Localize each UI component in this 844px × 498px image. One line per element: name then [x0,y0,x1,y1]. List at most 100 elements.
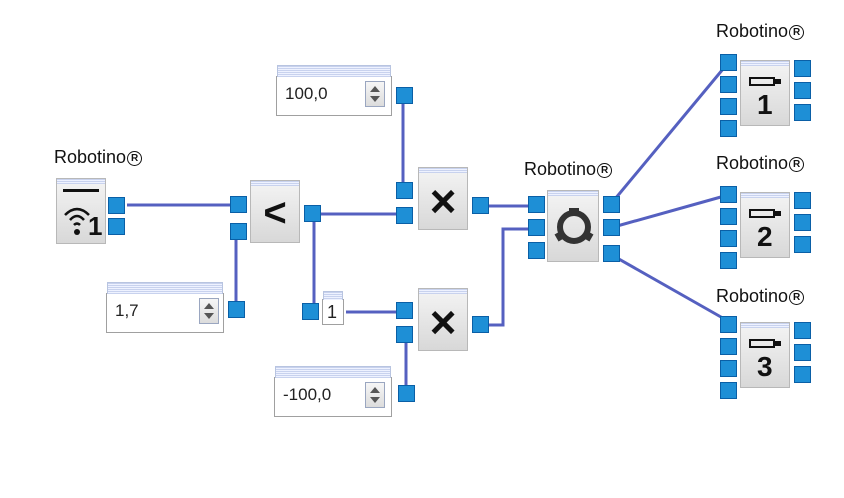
motor-titlebar [741,193,789,198]
motor-input-port[interactable] [720,76,737,93]
compare-input-port[interactable] [230,223,247,240]
speed-negative-spinbox[interactable]: -100,0 [274,366,392,417]
compare-block[interactable]: < [250,180,300,243]
multiply-top-input-port[interactable] [396,207,413,224]
motor-output-port[interactable] [794,322,811,339]
motor-input-port[interactable] [720,186,737,203]
small-const-value: 1 [327,302,338,322]
sensor-titlebar [57,179,105,184]
speed-positive-spinbox[interactable]: 100,0 [276,65,392,116]
speed-negative-output-port[interactable] [398,385,415,402]
spin-up-icon[interactable] [204,303,214,309]
multiply-bottom-input-port[interactable] [396,326,413,343]
motor-icon [749,77,775,86]
wire-drive-motor1[interactable] [608,62,730,206]
wireless-sensor-icon [64,207,90,235]
multiply-top-block[interactable]: × [418,167,468,230]
compare-input-port[interactable] [230,196,247,213]
motor-output-port[interactable] [794,192,811,209]
sensor-block[interactable]: 1 [56,178,130,244]
drive-input-port[interactable] [528,242,545,259]
compare-titlebar [251,181,299,186]
small-const-header [323,291,343,300]
sensor-output-port[interactable] [108,197,125,214]
multiply-top-input-port[interactable] [396,182,413,199]
motor-input-port[interactable] [720,120,737,137]
multiply-bottom-output-port[interactable] [472,316,489,333]
motor-block-3[interactable]: 3 [720,316,816,406]
motor-body: 2 [740,192,790,258]
drive-input-port[interactable] [528,219,545,236]
speed-positive-output-port[interactable] [396,87,413,104]
spin-down-icon[interactable] [370,96,380,102]
multiply-bottom-titlebar [419,289,467,294]
threshold-output-port[interactable] [228,301,245,318]
speed-positive-header [277,65,391,77]
motor-shaft-icon [775,341,781,346]
motor-block-1[interactable]: 1 [720,54,816,140]
drive-output-port[interactable] [603,219,620,236]
trademark-icon: R [789,25,805,40]
motor-input-port[interactable] [720,252,737,269]
spin-down-icon[interactable] [370,397,380,403]
speed-negative-value: -100,0 [283,385,332,404]
threshold-spin-buttons[interactable] [199,298,219,324]
motor-input-port[interactable] [720,98,737,115]
motor-body: 3 [740,322,790,388]
motor-output-port[interactable] [794,366,811,383]
motor-input-port[interactable] [720,338,737,355]
smallconst-input-port[interactable] [302,303,319,320]
omnidrive-titlebar [548,191,598,196]
spin-up-icon[interactable] [370,86,380,92]
motor-input-port[interactable] [720,54,737,71]
drive-output-port[interactable] [603,196,620,213]
multiply-top-output-port[interactable] [472,197,489,214]
threshold-spinbox[interactable]: 1,7 [106,282,224,333]
motor-input-port[interactable] [720,360,737,377]
motor-block-2[interactable]: 2 [720,186,816,272]
wire-multiply-bottom-drive[interactable] [488,227,528,327]
wire-drive-motor2[interactable] [609,193,729,230]
trademark-icon: R [789,157,805,172]
multiply-bottom-input-port[interactable] [396,302,413,319]
speed-positive-value: 100,0 [285,84,328,103]
drive-input-port[interactable] [528,196,545,213]
multiply-icon: × [429,296,457,348]
multiply-top-titlebar [419,168,467,173]
robotino-text: Robotino [716,286,789,306]
motor-output-port[interactable] [794,82,811,99]
spin-down-icon[interactable] [204,313,214,319]
drive-output-port[interactable] [603,245,620,262]
motor-output-port[interactable] [794,344,811,361]
small-const-spinbox[interactable]: 1 [322,291,344,325]
trademark-icon: R [127,151,143,166]
motor-number: 2 [757,221,773,252]
motor-output-port[interactable] [794,104,811,121]
motor-input-port[interactable] [720,316,737,333]
robotino-text: Robotino [716,21,789,41]
speed-positive-spin-buttons[interactable] [365,81,385,107]
wire-drive-motor3[interactable] [609,252,729,323]
multiply-bottom-block[interactable]: × [418,288,468,351]
sensor-number: 1 [88,211,103,241]
spin-up-icon[interactable] [370,387,380,393]
speed-negative-spin-buttons[interactable] [365,382,385,408]
compare-output-port[interactable] [304,205,321,222]
motor-titlebar [741,323,789,328]
sensor-output-port[interactable] [108,218,125,235]
robotino-text: Robotino [524,159,597,179]
robotino-text: Robotino [54,147,127,167]
motor-output-port[interactable] [794,236,811,253]
motor-titlebar [741,61,789,66]
motor-input-port[interactable] [720,208,737,225]
motor-shaft-icon [775,79,781,84]
motor-input-port[interactable] [720,382,737,399]
less-than-icon: < [263,191,287,235]
omnidrive-block[interactable] [547,190,599,262]
motor-output-port[interactable] [794,214,811,231]
motor-output-port[interactable] [794,60,811,77]
motor-input-port[interactable] [720,230,737,247]
